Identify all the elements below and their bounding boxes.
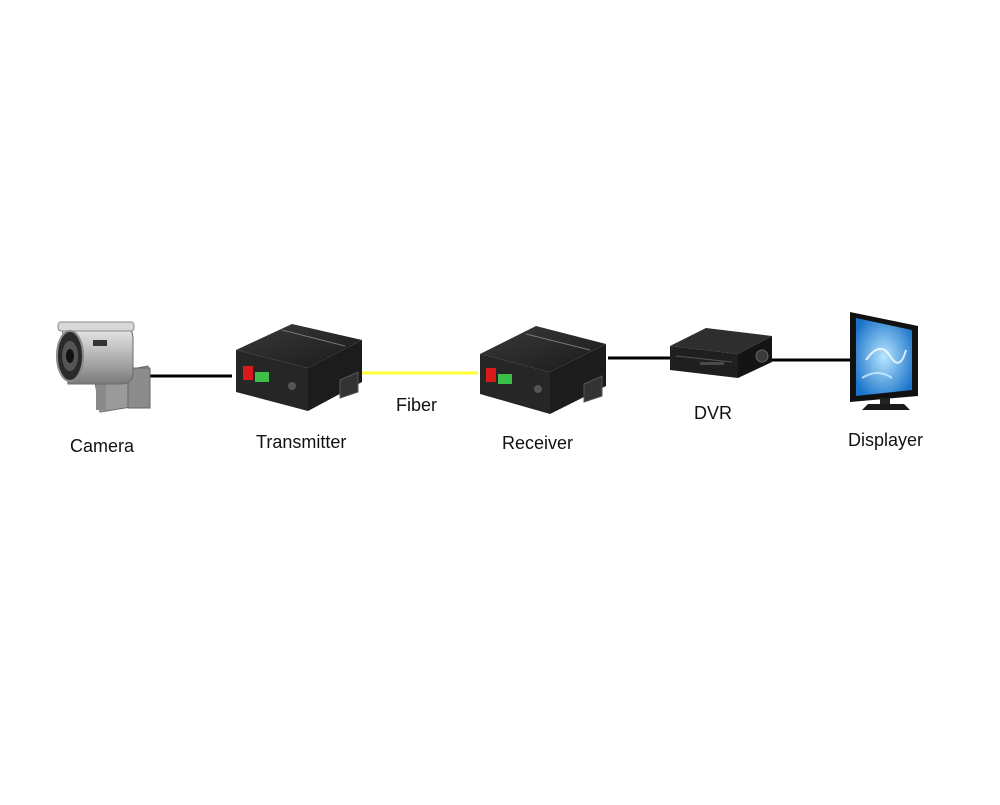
receiver-label: Receiver — [502, 433, 574, 453]
cctv-camera-icon — [56, 321, 151, 413]
transmitter-label: Transmitter — [256, 432, 347, 452]
fiber-transmitter-icon — [236, 324, 362, 411]
displayer-label: Displayer — [848, 430, 924, 450]
monitor-icon — [850, 312, 918, 410]
camera-label: Camera — [70, 436, 135, 456]
fiber-label: Fiber — [396, 395, 438, 415]
dvr-label: DVR — [694, 403, 733, 423]
fiber-receiver-icon — [480, 326, 606, 414]
dvr-recorder-icon — [670, 328, 772, 378]
